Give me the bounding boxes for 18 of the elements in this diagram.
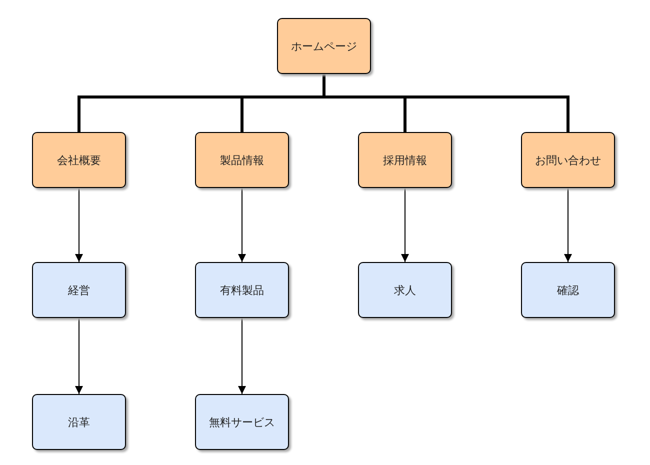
page-box: 無料サービス [195, 394, 289, 450]
page-box: 採用情報 [358, 132, 452, 188]
connector-line [322, 74, 570, 132]
page-box: 確認 [521, 262, 615, 318]
page-box: 求人 [358, 262, 452, 318]
page-box: お問い合わせ [521, 132, 615, 188]
page-box: 有料製品 [195, 262, 289, 318]
page-box: 製品情報 [195, 132, 289, 188]
arrow [401, 188, 409, 262]
arrow [238, 188, 246, 262]
arrow [564, 188, 572, 262]
page-box: ホームページ [277, 18, 371, 74]
page-box: 経営 [32, 262, 126, 318]
page-box: 会社概要 [32, 132, 126, 188]
arrow [238, 318, 246, 394]
page-box: 沿革 [32, 394, 126, 450]
arrow [75, 318, 83, 394]
arrow [75, 188, 83, 262]
